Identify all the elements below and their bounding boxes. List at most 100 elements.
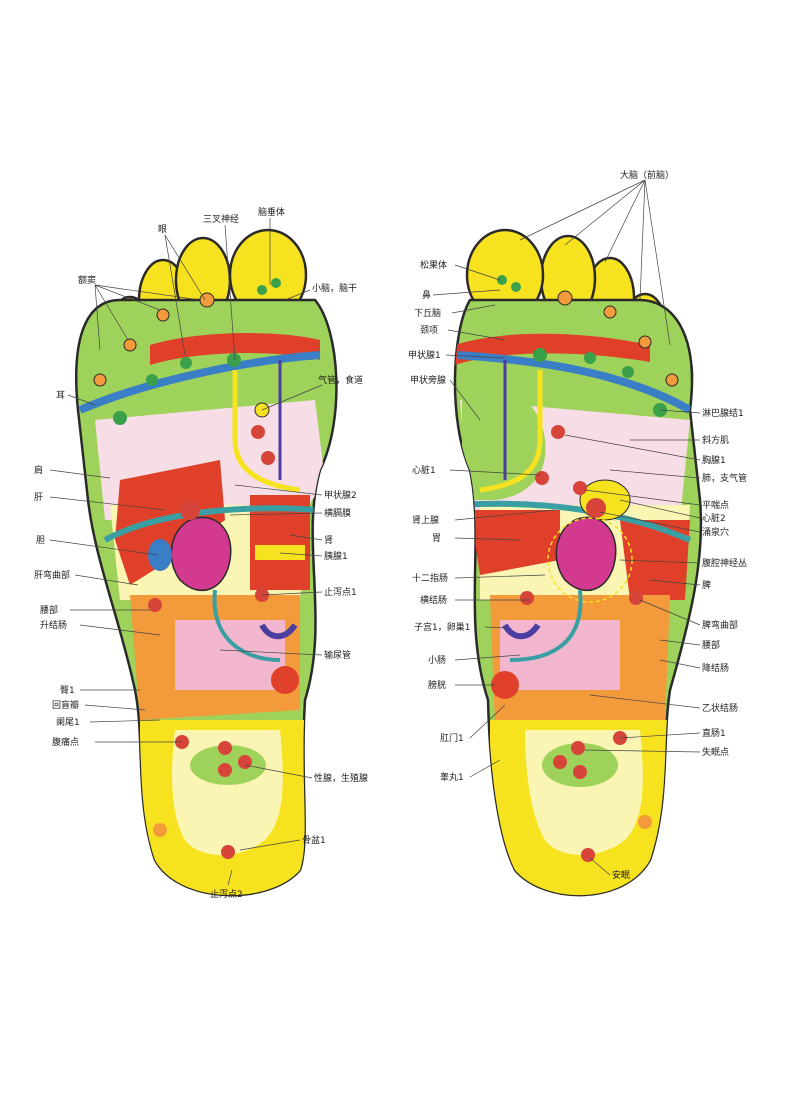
label-r33: 安眠 <box>612 869 630 881</box>
left-point <box>251 425 265 439</box>
label-r12: 肺，支气管 <box>702 472 747 484</box>
label-l18: 升结肠 <box>40 619 67 631</box>
right-intestine-zone <box>500 620 620 690</box>
right-point <box>573 765 587 779</box>
left-bladder <box>271 666 299 694</box>
right-solar-plexus-ring <box>547 517 633 603</box>
label-l13: 肾 <box>324 535 333 546</box>
label-r13: 平喘点 <box>702 499 729 511</box>
left-point <box>261 451 275 465</box>
right-point <box>551 425 565 439</box>
right-point <box>629 591 643 605</box>
label-r31: 睾丸1 <box>440 771 464 783</box>
label-l12: 胆 <box>36 535 45 546</box>
label-r15: 肾上腺 <box>412 514 439 526</box>
right-spleen-zone <box>620 520 690 600</box>
label-r19: 十二指肠 <box>412 572 448 584</box>
right-trachea-line <box>479 370 543 493</box>
label-r10: 胸腺1 <box>702 454 726 466</box>
left-point <box>221 845 235 859</box>
right-adrenal <box>586 498 606 518</box>
right-point <box>573 481 587 495</box>
label-l4: 脑垂体 <box>258 206 285 218</box>
label-l2: 眼 <box>158 224 167 235</box>
right-point <box>603 305 617 319</box>
right-point <box>553 755 567 769</box>
right-stomach-zone <box>470 510 560 575</box>
left-point <box>218 741 232 755</box>
right-point <box>622 366 634 378</box>
left-point <box>156 308 170 322</box>
left-intestine-zone <box>175 620 285 690</box>
left-pancreas-zone <box>255 545 305 560</box>
label-r24: 腰部 <box>702 639 720 651</box>
label-l1: 额窦 <box>78 274 96 286</box>
label-r17: 胃 <box>432 533 441 544</box>
left-diaphragm-line <box>103 505 321 543</box>
label-r27: 膀胱 <box>428 679 446 691</box>
label-l25: 骨盆1 <box>302 834 326 846</box>
right-bladder-zone <box>502 623 541 640</box>
label-r4: 下丘脑 <box>414 307 441 319</box>
left-bladder-zone <box>259 623 298 640</box>
label-r20: 脾 <box>702 579 711 591</box>
label-r29: 肛门1 <box>440 732 464 744</box>
label-l23: 腹痛点 <box>52 736 79 748</box>
left-point <box>153 823 167 837</box>
label-r5: 颈项 <box>420 325 438 336</box>
label-r2: 松果体 <box>420 259 447 271</box>
right-point <box>557 290 573 306</box>
left-ureter <box>212 589 281 662</box>
left-point <box>146 374 158 386</box>
right-labels: 大脑（前脑） 松果体 鼻 下丘脑 颈项 甲状腺1 甲状旁腺 淋巴腺结1 斜方肌 … <box>408 169 747 881</box>
right-point <box>497 275 507 285</box>
right-point <box>584 352 596 364</box>
label-r22: 脾弯曲部 <box>702 619 738 631</box>
label-l17: 腰部 <box>40 604 58 616</box>
label-l14: 胰腺1 <box>324 550 348 562</box>
right-point <box>511 282 521 292</box>
label-r32: 失眠点 <box>702 746 729 758</box>
right-kidney <box>555 516 617 591</box>
left-liver-zone <box>115 460 225 585</box>
label-r21: 横结肠 <box>420 594 447 606</box>
left-foot <box>74 228 338 897</box>
right-point <box>581 848 595 862</box>
left-point <box>123 338 137 352</box>
left-gallbladder <box>148 539 172 571</box>
left-point <box>227 353 241 367</box>
right-point <box>638 815 652 829</box>
label-l7: 气管，食道 <box>318 374 363 386</box>
right-point <box>665 373 679 387</box>
left-point <box>257 285 267 295</box>
label-l21: 回盲瓣 <box>52 699 79 711</box>
label-r3: 鼻 <box>422 289 431 301</box>
label-r30: 直肠1 <box>702 727 726 739</box>
label-l15: 肝弯曲部 <box>34 569 70 581</box>
left-neck-red <box>150 333 320 365</box>
label-r16: 涌泉穴 <box>702 526 729 538</box>
label-l5: 小脑，脑干 <box>312 282 357 294</box>
label-r23: 子宫1，卵巢1 <box>414 621 470 633</box>
label-r11: 心脏1 <box>412 464 436 476</box>
leader-lines <box>49 179 701 886</box>
label-l8: 肩 <box>34 464 43 476</box>
label-r7: 甲状旁腺 <box>410 374 446 386</box>
right-neck-red <box>455 333 650 365</box>
left-kidney <box>170 516 232 591</box>
label-l16: 止泻点1 <box>324 586 357 598</box>
right-point <box>535 471 549 485</box>
right-bladder <box>491 671 519 699</box>
label-l20: 臀1 <box>60 685 75 696</box>
left-point <box>271 278 281 288</box>
right-point <box>533 348 547 362</box>
label-r25: 小肠 <box>428 655 446 666</box>
right-heart-zone <box>579 479 631 521</box>
label-r18: 腹腔神经丛 <box>702 557 747 569</box>
label-l24: 性腺，生殖腺 <box>314 772 368 784</box>
right-ureter <box>509 589 583 662</box>
left-point <box>113 411 127 425</box>
left-point <box>238 755 252 769</box>
left-kidney-zone <box>250 495 310 590</box>
